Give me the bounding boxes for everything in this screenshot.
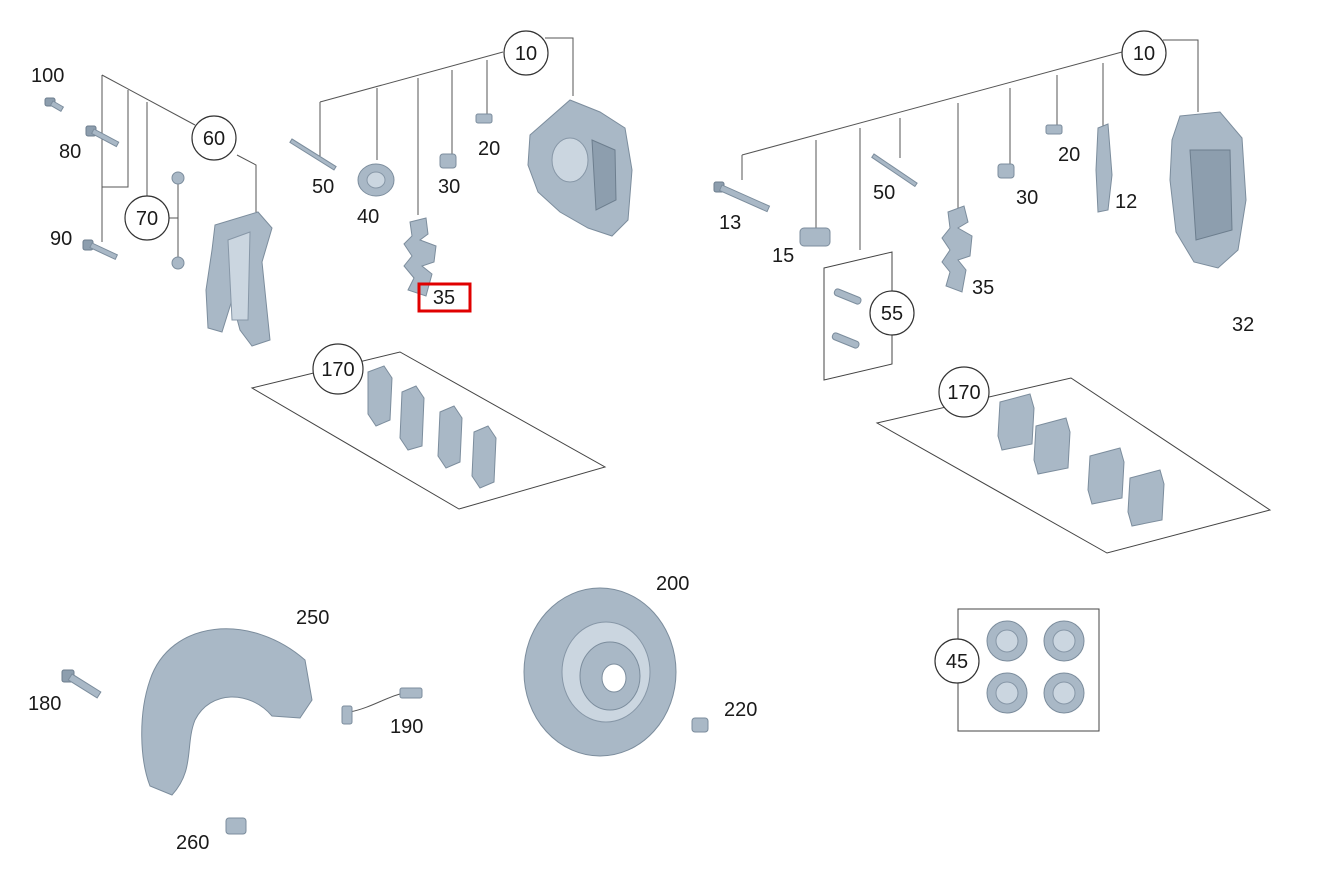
label-35a[interactable]: 35 xyxy=(433,287,455,309)
seal-40-icon xyxy=(357,163,395,197)
wear-sensor-190-icon xyxy=(341,687,423,725)
bolt-260-icon xyxy=(225,817,247,835)
spring-35b-icon xyxy=(941,205,973,293)
label-90[interactable]: 90 xyxy=(50,228,72,250)
cap-70-icon xyxy=(171,171,185,270)
brake-pads-170a-icon xyxy=(367,365,497,489)
brake-caliper-32-icon xyxy=(1169,111,1247,269)
callout-170a[interactable]: 170 xyxy=(312,343,364,395)
callout-10b[interactable]: 10 xyxy=(1121,30,1167,76)
bolt-90-icon xyxy=(82,239,119,261)
seals-45-icon xyxy=(986,620,1085,714)
label-220[interactable]: 220 xyxy=(724,699,757,721)
brake-caliper-10a-icon xyxy=(527,99,633,237)
callout-55[interactable]: 55 xyxy=(869,290,915,336)
label-35b[interactable]: 35 xyxy=(972,277,994,299)
label-15[interactable]: 15 xyxy=(772,245,794,267)
callout-60[interactable]: 60 xyxy=(191,115,237,161)
label-32[interactable]: 32 xyxy=(1232,314,1254,336)
callout-170a-label: 170 xyxy=(321,359,354,381)
label-190[interactable]: 190 xyxy=(390,716,423,738)
guide-pins-55-icon xyxy=(831,288,862,349)
brake-disc-200-icon xyxy=(523,587,677,757)
callout-10a[interactable]: 10 xyxy=(503,30,549,76)
callout-45[interactable]: 45 xyxy=(934,638,980,684)
label-20a[interactable]: 20 xyxy=(478,138,500,160)
label-80[interactable]: 80 xyxy=(59,141,81,163)
label-30b[interactable]: 30 xyxy=(1016,187,1038,209)
highlight-box xyxy=(417,282,472,313)
dust-shield-250-icon xyxy=(141,628,313,796)
callout-170b-label: 170 xyxy=(947,382,980,404)
bolt-100-icon xyxy=(44,97,65,113)
callout-45-label: 45 xyxy=(946,651,968,673)
callout-70-label: 70 xyxy=(136,208,158,230)
guide-pin-50b-icon xyxy=(871,153,918,188)
label-13[interactable]: 13 xyxy=(719,212,741,234)
plate-12-icon xyxy=(1095,123,1113,213)
bolt-13-icon xyxy=(713,181,771,213)
callout-10a-label: 10 xyxy=(515,43,537,65)
bolt-220-icon xyxy=(691,717,709,733)
bushing-30a-icon xyxy=(439,153,457,169)
label-40[interactable]: 40 xyxy=(357,206,379,228)
bleeder-20b-icon xyxy=(1045,124,1063,135)
callout-55-label: 55 xyxy=(881,303,903,325)
guide-pin-50a-icon xyxy=(289,138,337,171)
bolt-15-icon xyxy=(799,227,831,247)
caliper-carrier-60-icon xyxy=(205,211,273,347)
label-260[interactable]: 260 xyxy=(176,832,209,854)
bleeder-20a-icon xyxy=(475,113,493,124)
label-12[interactable]: 12 xyxy=(1115,191,1137,213)
callout-10b-label: 10 xyxy=(1133,43,1155,65)
leader-lines-right xyxy=(741,39,1199,250)
label-20b[interactable]: 20 xyxy=(1058,144,1080,166)
bolt-80-icon xyxy=(85,125,120,148)
callout-60-label: 60 xyxy=(203,128,225,150)
label-250[interactable]: 250 xyxy=(296,607,329,629)
label-50a[interactable]: 50 xyxy=(312,176,334,198)
bushing-30b-icon xyxy=(997,163,1015,179)
label-180[interactable]: 180 xyxy=(28,693,61,715)
callout-170b[interactable]: 170 xyxy=(938,366,990,418)
label-50b[interactable]: 50 xyxy=(873,182,895,204)
brake-pads-170b-icon xyxy=(997,393,1165,527)
label-200[interactable]: 200 xyxy=(656,573,689,595)
leader-lines-left xyxy=(101,37,574,263)
callout-70[interactable]: 70 xyxy=(124,195,170,241)
bolt-180-icon xyxy=(61,669,102,699)
label-100[interactable]: 100 xyxy=(31,65,64,87)
label-30a[interactable]: 30 xyxy=(438,176,460,198)
